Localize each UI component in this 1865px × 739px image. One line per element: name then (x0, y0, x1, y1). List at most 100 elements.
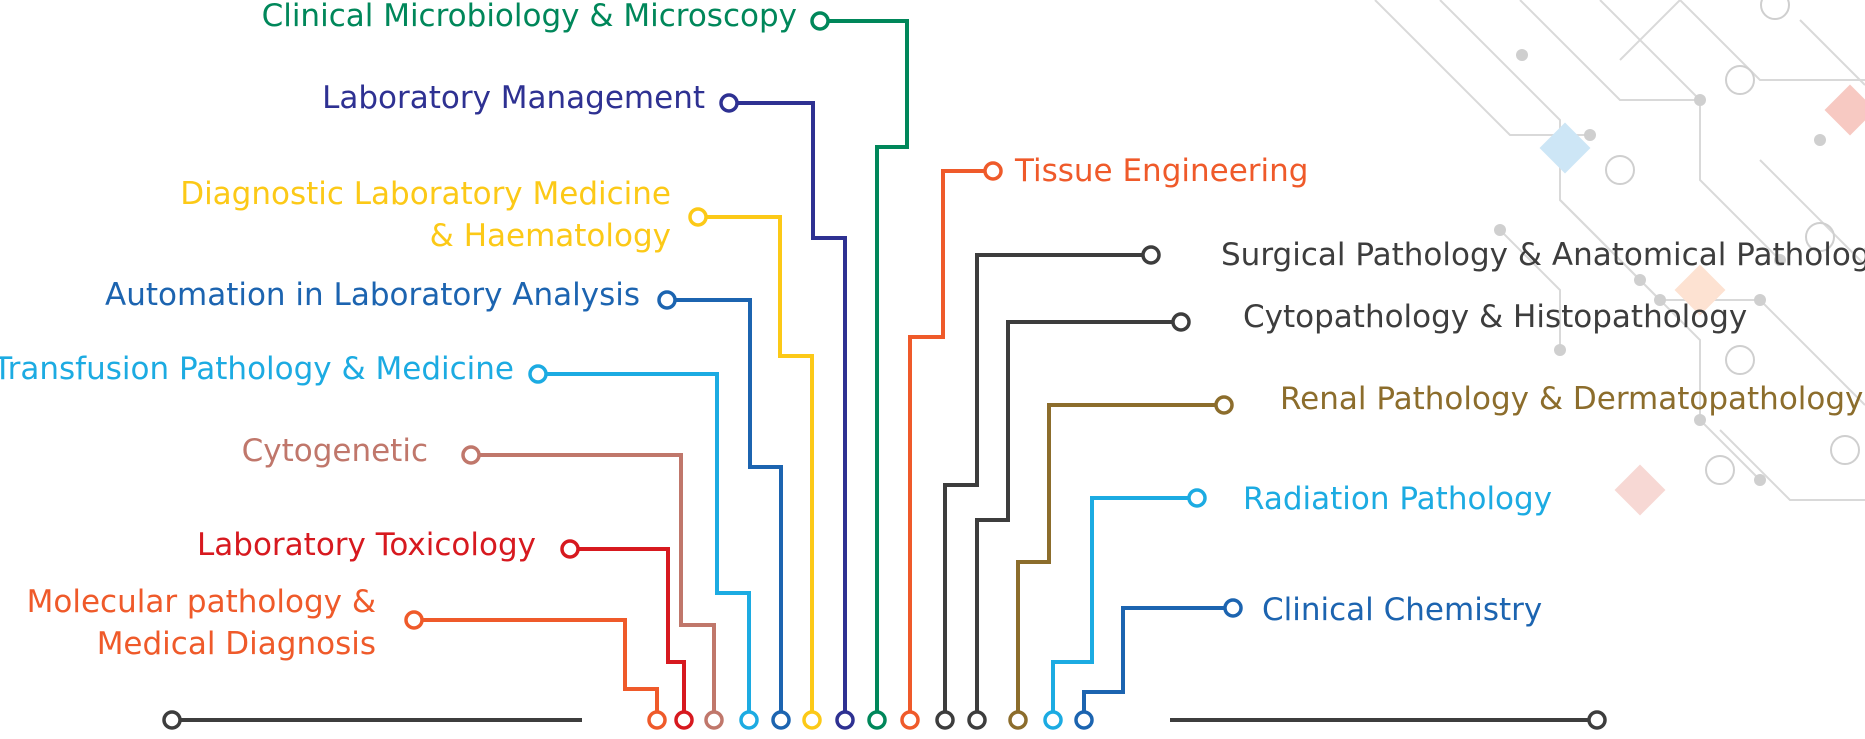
label-node (688, 207, 708, 227)
label-node (1187, 488, 1207, 508)
topic-label-line: Surgical Pathology & Anatomical Patholog… (1221, 237, 1865, 273)
topic-label-line: Molecular pathology & (27, 584, 376, 620)
decorative-diamond (1614, 464, 1666, 516)
circuit-ring (1705, 455, 1735, 485)
baseline-node (674, 710, 694, 730)
topic-label-transfusion-pathology: Transfusion Pathology & Medicine (0, 351, 514, 387)
topic-connectors (404, 11, 1243, 730)
connector-diagnostic-laboratory-medicine (688, 207, 822, 730)
connector-line (729, 101, 847, 720)
topic-label-line: Renal Pathology & Dermatopathology (1280, 381, 1863, 417)
baseline-node (1008, 710, 1028, 730)
circuit-line (1499, 229, 1561, 350)
circuit-line (1719, 429, 1865, 501)
circuit-dot (1694, 414, 1706, 426)
topic-label-clinical-microbiology: Clinical Microbiology & Microscopy (262, 0, 797, 34)
baseline-node (835, 710, 855, 730)
circuit-ring (1725, 65, 1755, 95)
topic-label-automation-lab-analysis: Automation in Laboratory Analysis (105, 277, 640, 313)
connector-surgical-pathology (935, 245, 1161, 730)
connector-line (471, 453, 716, 720)
topic-label-laboratory-management: Laboratory Management (322, 80, 705, 116)
connector-line (698, 215, 814, 720)
connector-line (943, 253, 1151, 720)
circuit-line (1374, 0, 1590, 136)
label-node (1223, 598, 1243, 618)
connector-line (570, 547, 686, 720)
baseline-node (802, 710, 822, 730)
circuit-dot (1634, 274, 1646, 286)
circuit-dot (1754, 474, 1766, 486)
topic-label-line: Diagnostic Laboratory Medicine (180, 176, 671, 212)
connector-cytopathology (967, 312, 1191, 730)
connector-line (908, 169, 993, 720)
connector-radiation-pathology (1043, 488, 1207, 730)
label-node (983, 161, 1003, 181)
connector-transfusion-pathology (528, 364, 759, 730)
topic-label-diagnostic-laboratory-medicine: Diagnostic Laboratory Medicine& Haematol… (180, 176, 671, 254)
topic-label-line: Cytogenetic (242, 433, 428, 469)
baseline-node (967, 710, 987, 730)
topic-label-laboratory-toxicology: Laboratory Toxicology (197, 527, 536, 563)
topic-label-line: Laboratory Toxicology (197, 527, 536, 563)
circuit-line (1799, 19, 1865, 86)
circuit-line (1759, 299, 1865, 406)
connector-tissue-engineering (900, 161, 1003, 730)
baseline-node (900, 710, 920, 730)
connector-molecular-pathology (404, 610, 667, 730)
baseline-node (867, 710, 887, 730)
baseline-node (1043, 710, 1063, 730)
circuit-dot (1554, 344, 1566, 356)
circuit-dot (1584, 129, 1596, 141)
circuit-line (1619, 0, 1681, 61)
baseline-node (771, 710, 791, 730)
decorative-diamond (1674, 264, 1726, 316)
circuit-dot (1654, 294, 1666, 306)
circuit-dot (1494, 224, 1506, 236)
label-node (719, 93, 739, 113)
connector-clinical-microbiology (810, 11, 909, 730)
circuit-line (1519, 0, 1700, 101)
circuit-dot (1774, 254, 1786, 266)
circuit-line (1599, 0, 1781, 261)
connector-automation-lab-analysis (657, 290, 791, 730)
topic-label-radiation-pathology: Radiation Pathology (1243, 481, 1552, 517)
topic-label-clinical-chemistry: Clinical Chemistry (1262, 592, 1542, 628)
connector-line (1016, 403, 1224, 720)
baseline-node (1074, 710, 1094, 730)
topic-labels: Clinical Microbiology & MicroscopyLabora… (0, 0, 1865, 662)
circuit-ring (1760, 0, 1790, 20)
topic-label-line: Medical Diagnosis (97, 626, 376, 662)
topic-label-molecular-pathology: Molecular pathology & Medical Diagnosis (27, 584, 376, 662)
circuit-dot (1754, 294, 1766, 306)
topic-label-line: Clinical Microbiology & Microscopy (262, 0, 797, 34)
circuit-ring (1725, 345, 1755, 375)
topic-label-tissue-engineering: Tissue Engineering (1014, 153, 1308, 189)
baseline-node (935, 710, 955, 730)
circuit-ring (1605, 155, 1635, 185)
connector-laboratory-toxicology (560, 539, 694, 730)
connector-line (820, 19, 909, 720)
baseline-node (739, 710, 759, 730)
baseline-node (704, 710, 724, 730)
topic-label-cytogenetic: Cytogenetic (242, 433, 428, 469)
connector-line (1082, 606, 1233, 720)
connector-laboratory-management (719, 93, 855, 730)
topic-label-line: Tissue Engineering (1014, 153, 1308, 189)
circuit-ring (1805, 222, 1835, 252)
connector-line (414, 618, 659, 720)
circuit-background-decoration (1374, 0, 1865, 516)
topic-label-line: Radiation Pathology (1243, 481, 1552, 517)
label-node (1141, 245, 1161, 265)
baseline-node (647, 710, 667, 730)
topic-label-surgical-pathology: Surgical Pathology & Anatomical Patholog… (1221, 237, 1865, 273)
label-node (461, 445, 481, 465)
label-node (404, 610, 424, 630)
circuit-line (1759, 159, 1865, 266)
baseline (162, 710, 1607, 730)
topic-label-line: Automation in Laboratory Analysis (105, 277, 640, 313)
baseline-left-end-node (162, 710, 182, 730)
circuit-dot (1516, 49, 1528, 61)
label-node (528, 364, 548, 384)
label-node (1214, 395, 1234, 415)
